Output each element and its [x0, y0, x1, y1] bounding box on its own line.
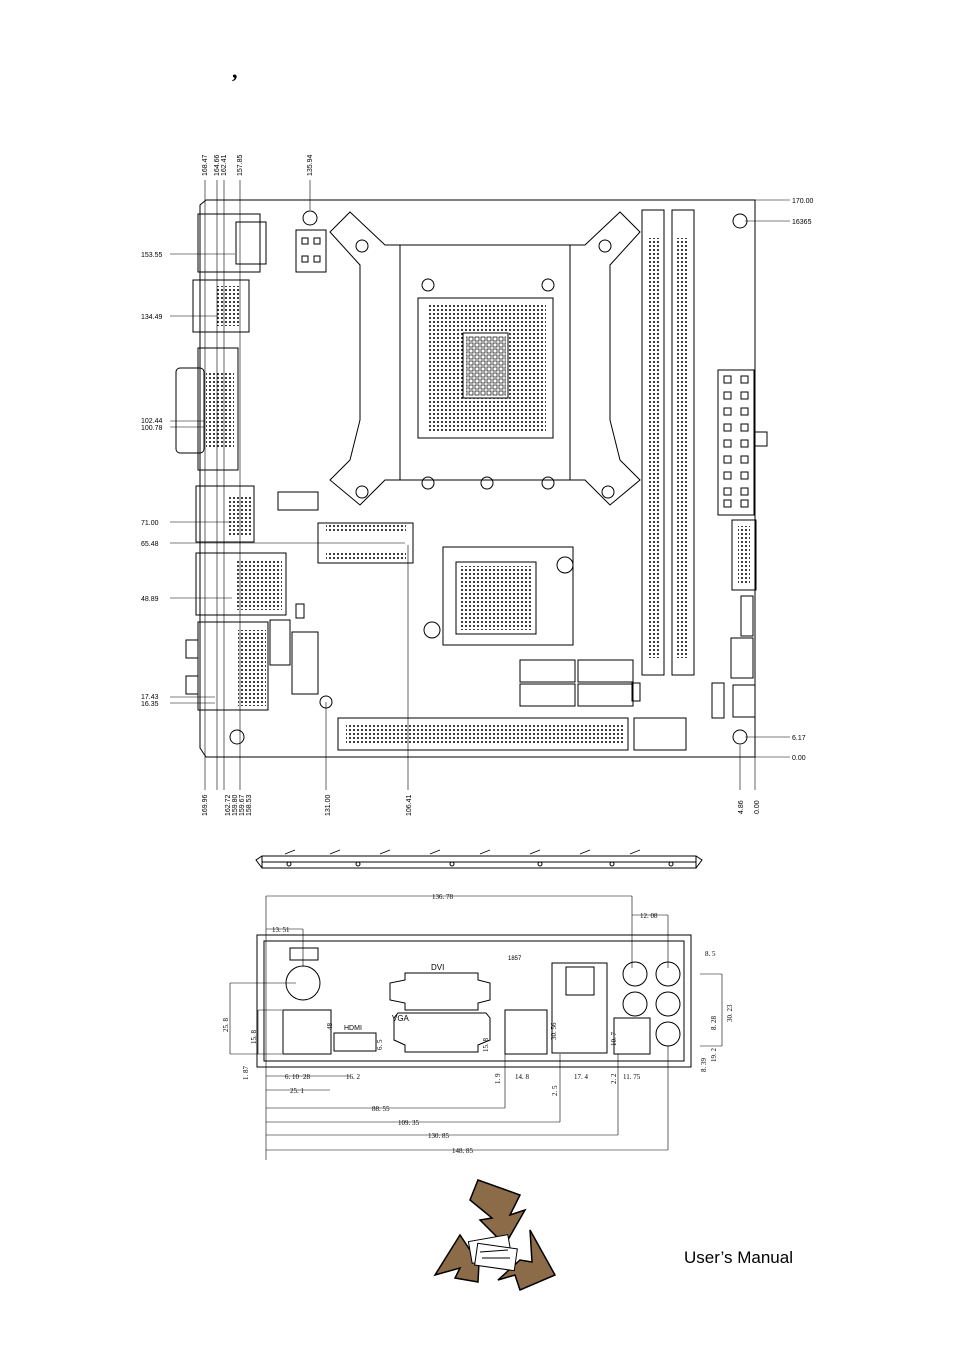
cpu-socket — [417, 297, 554, 439]
dim-lan-small: 10. 7 — [610, 1032, 618, 1047]
dim-audio-small: 19. 2 — [710, 1048, 718, 1063]
dim-right-top-edge: 170.00 — [792, 198, 814, 205]
dim-stack-2: 88. 55 — [372, 1105, 390, 1113]
dim-left-8: 17.43 — [141, 694, 159, 701]
dim-bottom-2: 162.72 — [225, 794, 232, 816]
dim-bottom-7: 106.41 — [406, 794, 413, 816]
dim-left-5: 71.00 — [141, 520, 159, 527]
dim-left-offset: 13. 51 — [272, 926, 290, 934]
dim-bottom-h: 2. 2 — [610, 1073, 618, 1084]
shield-outer-frame — [256, 934, 692, 1068]
dim-bottom-g: 17. 4 — [574, 1073, 589, 1081]
pch-chip — [442, 546, 574, 646]
dim-audio-a: 8. 28 — [710, 1016, 718, 1031]
dim-left-total: 25. 8 — [222, 1018, 230, 1033]
dim-audio-b: 30. 23 — [726, 1004, 734, 1022]
dim-lan-height: 30. 56 — [550, 1022, 558, 1040]
audio-jack-1 — [622, 961, 648, 987]
label-spec: 1857 — [508, 956, 522, 962]
dvi-port-shape — [389, 972, 491, 1011]
dim-bottom-a: 6. 10 — [285, 1073, 300, 1081]
dim-left-1: 153.55 — [141, 252, 163, 259]
dim-bottom-9: 0.00 — [754, 800, 761, 814]
rear-usb-stack — [192, 279, 250, 333]
dim-audio-c: 8. 39 — [700, 1058, 708, 1073]
dim-top-1: 168.47 — [202, 154, 209, 176]
dim-right-bottom-edge: 0.00 — [792, 755, 806, 762]
dimm-slot-1 — [641, 209, 665, 676]
dim-right-hole-bottom: 6.17 — [792, 735, 806, 742]
dim-left-usb: 15. 8 — [250, 1030, 258, 1045]
dim-right-hole-top: 16365 — [792, 219, 812, 226]
dim-stack-3: 109. 35 — [398, 1119, 420, 1127]
dim-left-2: 134.49 — [141, 314, 163, 321]
dim-bottom-b: 28 — [303, 1073, 311, 1081]
dim-left-7: 48.89 — [141, 596, 159, 603]
stray-comma-mark: , — [232, 58, 238, 83]
dim-top-2: 164.66 — [214, 154, 221, 176]
sata-header — [731, 519, 757, 591]
audio-jack-3 — [622, 991, 648, 1017]
dim-bottom-1: 169.96 — [202, 794, 209, 816]
label-hdmi: HDMI — [344, 1025, 362, 1032]
dim-bottom-f: 2. 5 — [551, 1085, 559, 1096]
dim-overall-width: 136. 78 — [432, 893, 454, 901]
vga-port-shape — [393, 1012, 491, 1053]
dim-bottom-6: 131.00 — [325, 794, 332, 816]
dim-left-3: 102.44 — [141, 418, 163, 425]
dim-bottom-5: 158.53 — [246, 794, 253, 816]
cpu-power-connector — [295, 229, 327, 273]
dim-bottom-8: 4.86 — [738, 800, 745, 814]
users-manual-footer: User’s Manual — [684, 1248, 793, 1267]
dimm-slot-2 — [671, 209, 695, 676]
dim-left-bottom: 1. 87 — [242, 1066, 250, 1081]
dim-top-3: 162.41 — [221, 154, 228, 176]
cpu-bracket — [329, 211, 641, 506]
dim-bottom-3: 159.80 — [232, 794, 239, 816]
dim-right-offset: 12. 08 — [640, 912, 658, 920]
atx-pins — [723, 375, 749, 508]
dim-bottom-4: 159.67 — [239, 794, 246, 816]
dim-stack-4: 130. 85 — [428, 1132, 450, 1140]
audio-jack-4 — [655, 991, 681, 1017]
dim-hdmi-gap: 48 — [326, 1023, 334, 1031]
pcie-x16-slot — [337, 717, 629, 751]
dim-left-4: 100.78 — [141, 425, 163, 432]
rear-audio — [197, 621, 269, 711]
label-dvi: DVI — [431, 963, 444, 972]
rear-lan-usb — [195, 552, 287, 616]
atx-power-connector — [717, 369, 755, 516]
dim-left-9: 16.35 — [141, 701, 159, 708]
dim-stack-1: 25. 1 — [290, 1087, 305, 1095]
dim-stack-5: 148. 85 — [452, 1147, 474, 1155]
dim-bottom-i: 11. 75 — [623, 1073, 641, 1081]
dim-bottom-c: 16. 2 — [346, 1073, 361, 1081]
dim-audio-diameter: 8. 5 — [705, 950, 716, 958]
dim-top-4: 157.85 — [237, 154, 244, 176]
rear-dvi-vga — [197, 347, 239, 471]
dim-top-5: 135.94 — [307, 154, 314, 176]
dim-bottom-e: 14. 8 — [515, 1073, 530, 1081]
label-vga: VGA — [392, 1014, 410, 1023]
dim-left-6: 65.48 — [141, 541, 159, 548]
rear-ps2 — [197, 213, 261, 273]
fan-header — [277, 491, 319, 511]
dim-hdmi-height: 6. 5 — [376, 1039, 384, 1050]
dim-bottom-d: 1. 9 — [494, 1073, 502, 1084]
hdmi-port-shape — [333, 1032, 377, 1052]
rear-hdmi-usb — [195, 485, 255, 543]
dim-usb2-height: 15. 8 — [482, 1038, 490, 1053]
